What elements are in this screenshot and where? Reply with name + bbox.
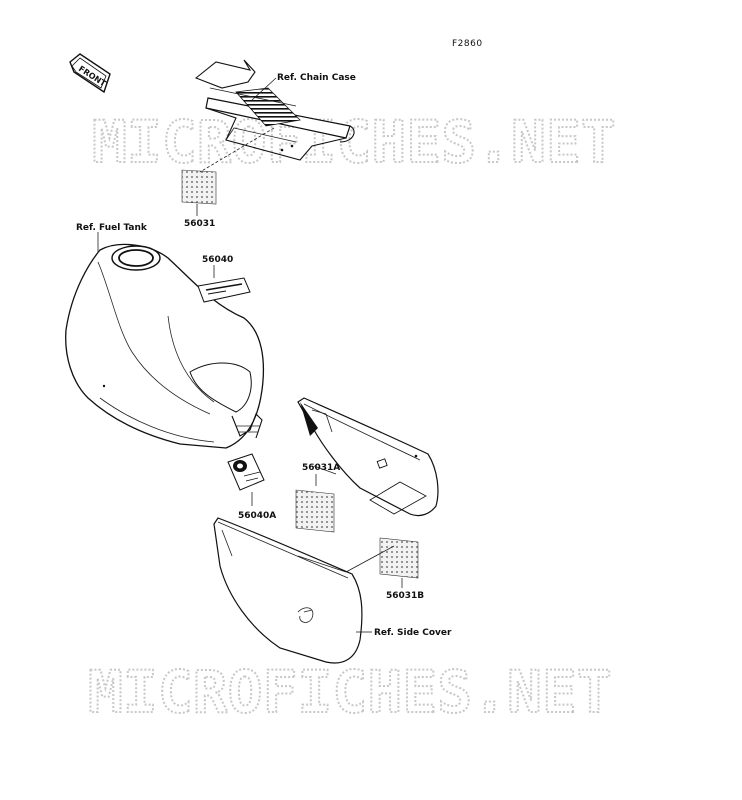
fuel-tank-label: Ref. Fuel Tank [76, 223, 148, 233]
left-side-cover-drawing [213, 517, 363, 664]
label-56040a-decal [227, 453, 265, 491]
label-56031b-decal [379, 537, 419, 579]
label-56040-decal [197, 277, 251, 303]
leader-56031a-right [313, 465, 337, 475]
figure-code: F2860 [452, 39, 483, 49]
leader-chain-case [251, 77, 277, 101]
fuel-tank-drawing [65, 243, 265, 449]
leader-left-cover-top [297, 555, 347, 573]
leader-56031b-cover [345, 545, 395, 573]
side-cover-label: Ref. Side Cover [374, 628, 452, 638]
watermark-bottom: MICROFICHES.NET [88, 658, 612, 726]
part-56031a: 56031A [302, 463, 340, 473]
label-56031a-decal [295, 489, 335, 533]
right-side-cover-drawing [297, 397, 439, 517]
watermark-top: MICROFICHES.NET [92, 108, 616, 176]
chain-case-label: Ref. Chain Case [277, 73, 356, 83]
label-56031-decal [181, 169, 217, 205]
part-56040a: 56040A [238, 511, 276, 521]
part-56031b: 56031B [386, 591, 424, 601]
part-56031: 56031 [184, 219, 215, 229]
chain-case-drawing [194, 59, 355, 161]
part-56040: 56040 [202, 255, 233, 265]
leader-56031-up [199, 127, 275, 173]
front-arrow-icon: FRONT [69, 53, 111, 94]
decal-placement-outline [369, 481, 427, 515]
